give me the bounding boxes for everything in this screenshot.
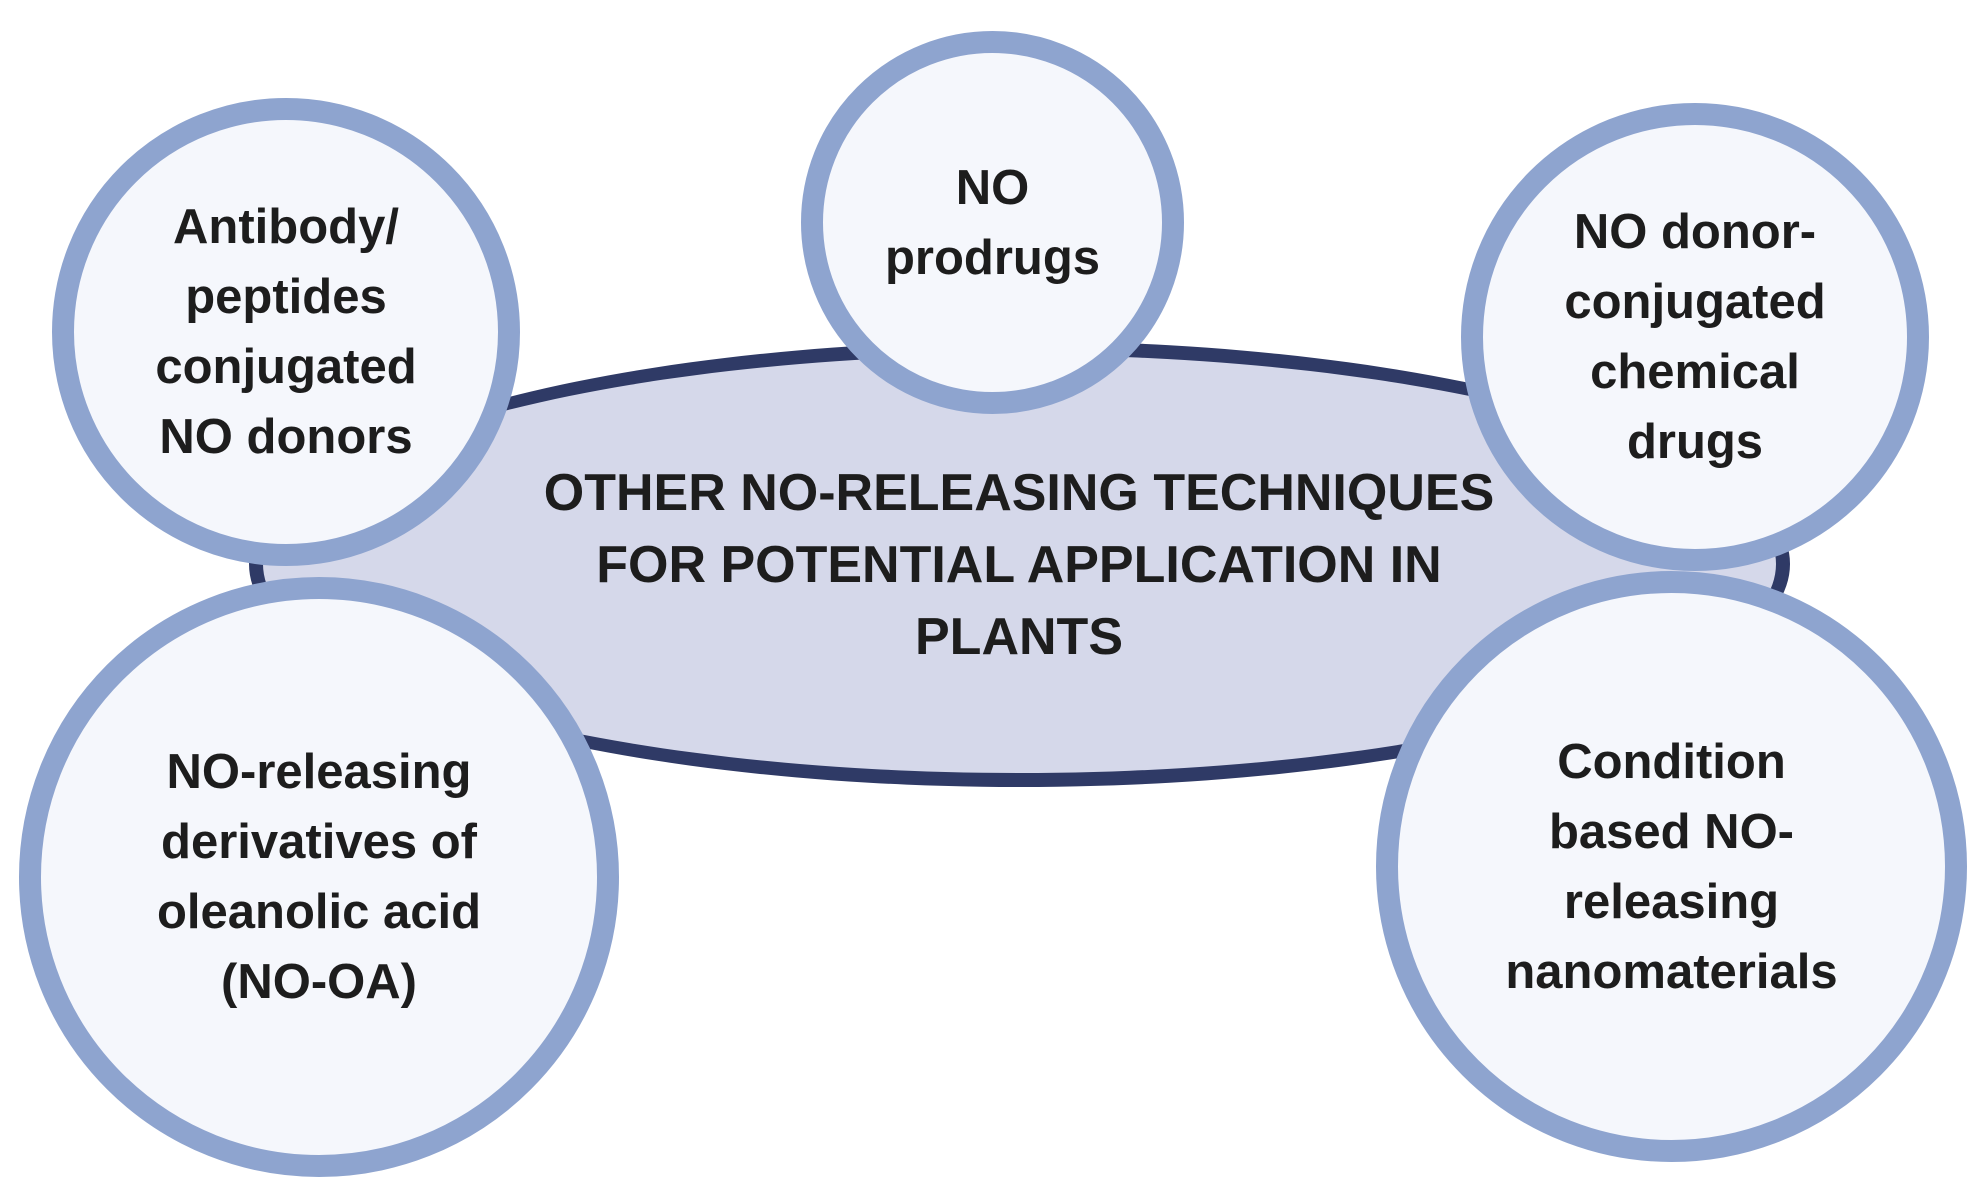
node-no-donor-conjugated-drugs: NO donor- conjugated chemical drugs [1461,103,1929,571]
node-label-donor-conjugated: NO donor- conjugated chemical drugs [1564,205,1826,469]
node-no-releasing-nanomaterials: Condition based NO- releasing nanomateri… [1376,571,1967,1162]
node-no-prodrugs: NO prodrugs [801,31,1184,414]
central-title: OTHER NO-RELEASING TECHNIQUES FOR POTENT… [543,464,1495,666]
node-label-no-oa: NO-releasing derivatives of oleanolic ac… [156,745,482,1009]
node-no-releasing-oleanolic-acid: NO-releasing derivatives of oleanolic ac… [19,577,619,1177]
node-label-prodrugs: NO prodrugs [884,160,1101,285]
node-label-nanomaterials: Condition based NO- releasing nanomateri… [1505,734,1838,999]
node-label-antibody: Antibody/ peptides conjugated NO donors [155,200,417,464]
node-antibody-peptide-conjugated-no-donors: Antibody/ peptides conjugated NO donors [52,98,520,566]
